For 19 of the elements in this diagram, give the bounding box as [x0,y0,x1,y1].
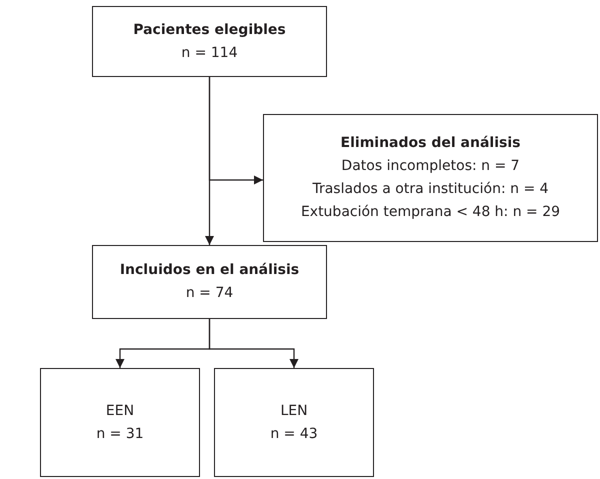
box-text: Extubación temprana < 48 h: n = 29 [300,203,560,222]
box-text: LEN [280,402,308,420]
box-text: n = 114 [181,44,238,62]
process-box [40,368,200,477]
box-text: n = 74 [186,284,234,303]
box-text: EEN [106,402,134,420]
box-text: Traslados a otra institución: n = 4 [312,180,549,199]
arrow [208,319,298,368]
arrow [208,77,263,184]
process-box [214,368,374,477]
box-text: n = 31 [96,424,144,444]
box-heading: Pacientes elegibles [133,20,286,40]
box-text: n = 43 [270,424,318,444]
process-box [92,6,327,77]
box-heading: Eliminados del análisis [340,134,520,153]
box-text: Datos incompletos: n = 7 [341,157,520,176]
process-box [92,245,327,319]
box-heading: Incluidos en el análisis [120,261,300,280]
process-box [263,114,598,242]
